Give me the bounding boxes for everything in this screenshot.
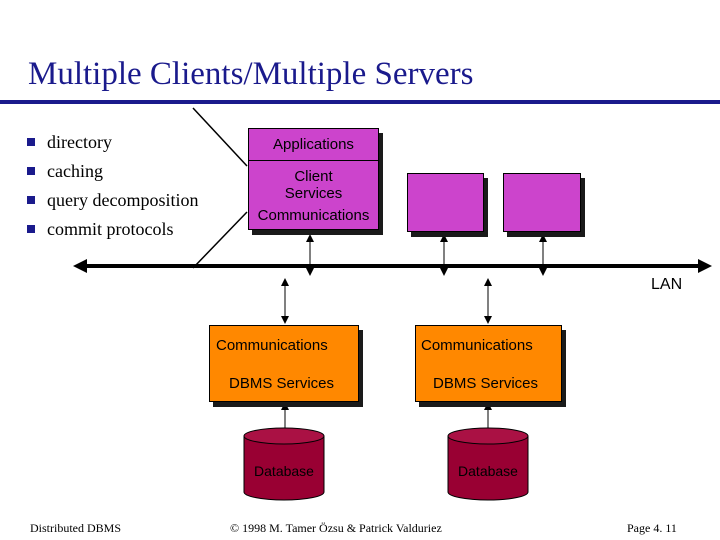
client-box <box>248 128 379 230</box>
bullet-item: query decomposition <box>24 186 198 215</box>
bullet-text: query decomposition <box>47 190 199 210</box>
database-label: Database <box>254 463 314 479</box>
database-cylinder <box>447 427 529 501</box>
title-underline <box>0 100 720 104</box>
bullet-square-icon <box>27 138 35 146</box>
client-services-line: Client <box>294 168 333 185</box>
footer-copyright: © 1998 M. Tamer Özsu & Patrick Valduriez <box>230 521 442 535</box>
bullet-text: caching <box>47 161 103 181</box>
server-communications-label: Communications <box>216 337 328 354</box>
server-communications-label: Communications <box>421 337 533 354</box>
lan-label: LAN <box>651 276 683 293</box>
client-box-empty <box>503 173 581 232</box>
bullet-text: directory <box>47 132 112 152</box>
dbms-services-label: DBMS Services <box>229 375 335 392</box>
applications-label: Applications <box>273 136 354 153</box>
database-label: Database <box>458 463 518 479</box>
bullet-square-icon <box>27 225 35 233</box>
bracket-line-upper <box>192 107 248 167</box>
client-services-label: Client Services <box>248 168 379 202</box>
server-box <box>415 325 562 402</box>
bullet-text: commit protocols <box>47 219 174 239</box>
client-box-empty <box>407 173 484 232</box>
bracket-line-lower <box>192 211 248 269</box>
client-services-line: Services <box>284 185 343 202</box>
server-box <box>209 325 359 402</box>
bullet-item: commit protocols <box>24 215 198 244</box>
slide-title: Multiple Clients/Multiple Servers <box>28 56 474 92</box>
client-communications-label: Communications <box>257 207 370 224</box>
bullet-square-icon <box>27 167 35 175</box>
footer-left: Distributed DBMS <box>30 521 122 535</box>
client-box-divider <box>248 160 379 161</box>
bullet-list: directory caching query decomposition co… <box>24 128 198 244</box>
bullet-square-icon <box>27 196 35 204</box>
dbms-services-label: DBMS Services <box>433 375 539 392</box>
bullet-item: directory <box>24 128 198 157</box>
footer-page-number: Page 4. 11 <box>627 521 677 535</box>
bullet-item: caching <box>24 157 198 186</box>
database-cylinder <box>243 427 325 501</box>
